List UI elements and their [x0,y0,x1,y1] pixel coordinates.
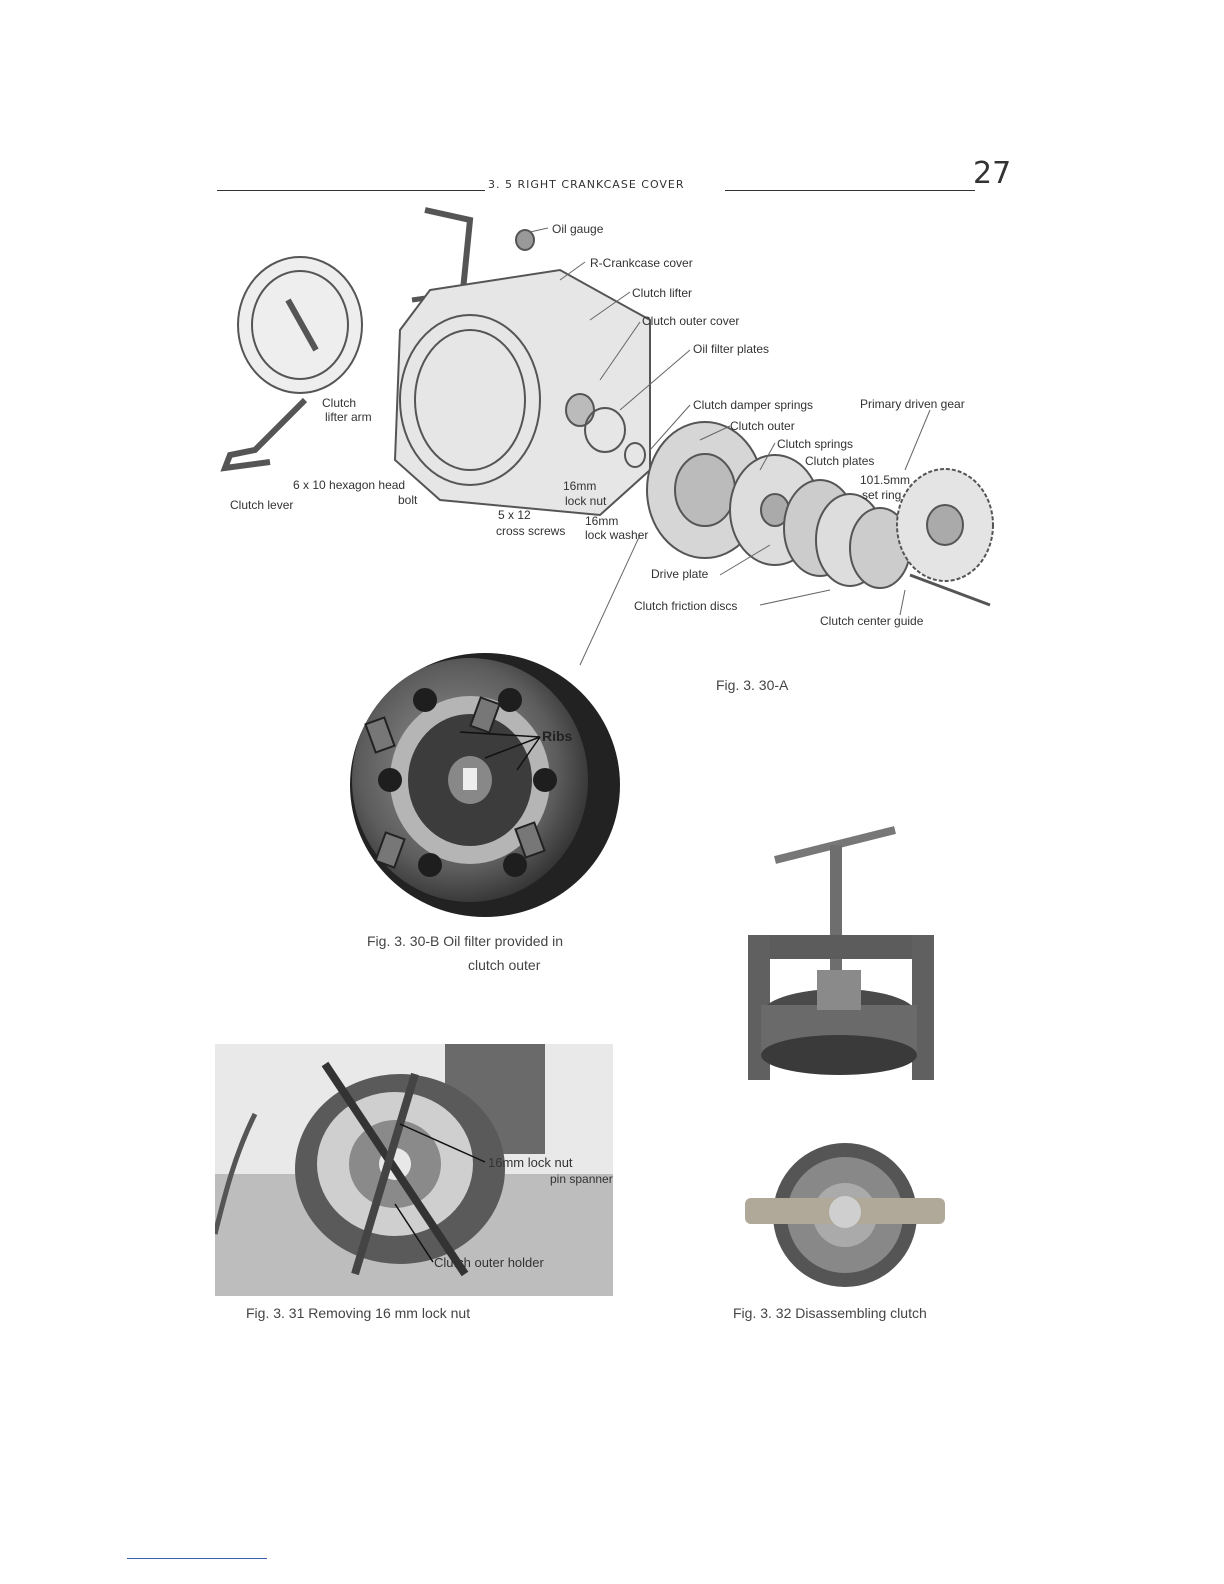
label-clutch-lifter: Clutch lifter [632,286,693,300]
clutch-puller-photo [748,826,934,1080]
label-lock-nut-1: 16mm [563,479,597,493]
section-title: 3. 5 RIGHT CRANKCASE COVER [488,178,685,191]
label-primary-driven-gear: Primary driven gear [860,397,965,411]
clutch-outer-photo [350,653,620,917]
label-16mm-lock-nut: 16mm lock nut [488,1155,573,1170]
label-hex-bolt-2: bolt [398,493,418,507]
header-rule-left [217,190,485,191]
label-clutch-center-guide: Clutch center guide [820,614,924,628]
label-clutch-springs: Clutch springs [777,437,854,451]
clutch-assembly-photo [745,1143,945,1287]
label-clutch-outer-cover: Clutch outer cover [642,314,740,328]
label-cross-screws-2: cross screws [496,524,566,538]
figure-31-caption: Fig. 3. 31 Removing 16 mm lock nut [246,1305,471,1321]
label-cross-screws-1: 5 x 12 [498,508,531,522]
label-drive-plate: Drive plate [651,567,709,581]
figure-30b-caption-line2: clutch outer [468,957,541,973]
figure-30a-caption: Fig. 3. 30-A [716,677,789,693]
figure-30b-caption-line1: Fig. 3. 30-B Oil filter provided in [367,933,564,949]
label-pin-spanner: pin spanner [550,1172,613,1186]
label-clutch-outer-holder: Clutch outer holder [434,1255,544,1270]
label-ribs: Ribs [542,728,573,744]
label-r-crankcase-cover: R-Crankcase cover [590,256,693,270]
label-clutch-lever: Clutch lever [230,498,294,512]
label-hex-bolt-1: 6 x 10 hexagon head [293,478,406,492]
header-rule-right [725,190,975,191]
label-lock-washer-2: lock washer [585,528,649,542]
label-set-ring: set ring [862,488,902,502]
label-clutch-plates: Clutch plates [805,454,875,468]
exploded-view-diagram [220,207,994,666]
label-oil-filter-plates: Oil filter plates [693,342,770,356]
lock-nut-removal-photo [215,1044,613,1296]
label-clutch-friction-discs: Clutch friction discs [634,599,738,613]
label-oil-gauge: Oil gauge [552,222,604,236]
figure-32-caption: Fig. 3. 32 Disassembling clutch [733,1305,927,1321]
label-lock-washer-1: 16mm [585,514,619,528]
label-lock-nut-2: lock nut [565,494,607,508]
label-clutch-lifter-arm-2: lifter arm [325,410,372,424]
page-number: 27 [973,156,1012,191]
footnote-rule [127,1558,267,1559]
label-clutch-lifter-arm-1: Clutch [322,396,357,410]
label-set-ring-size: 101.5mm [860,473,911,487]
label-clutch-outer: Clutch outer [730,419,795,433]
label-clutch-damper-springs: Clutch damper springs [693,398,814,412]
